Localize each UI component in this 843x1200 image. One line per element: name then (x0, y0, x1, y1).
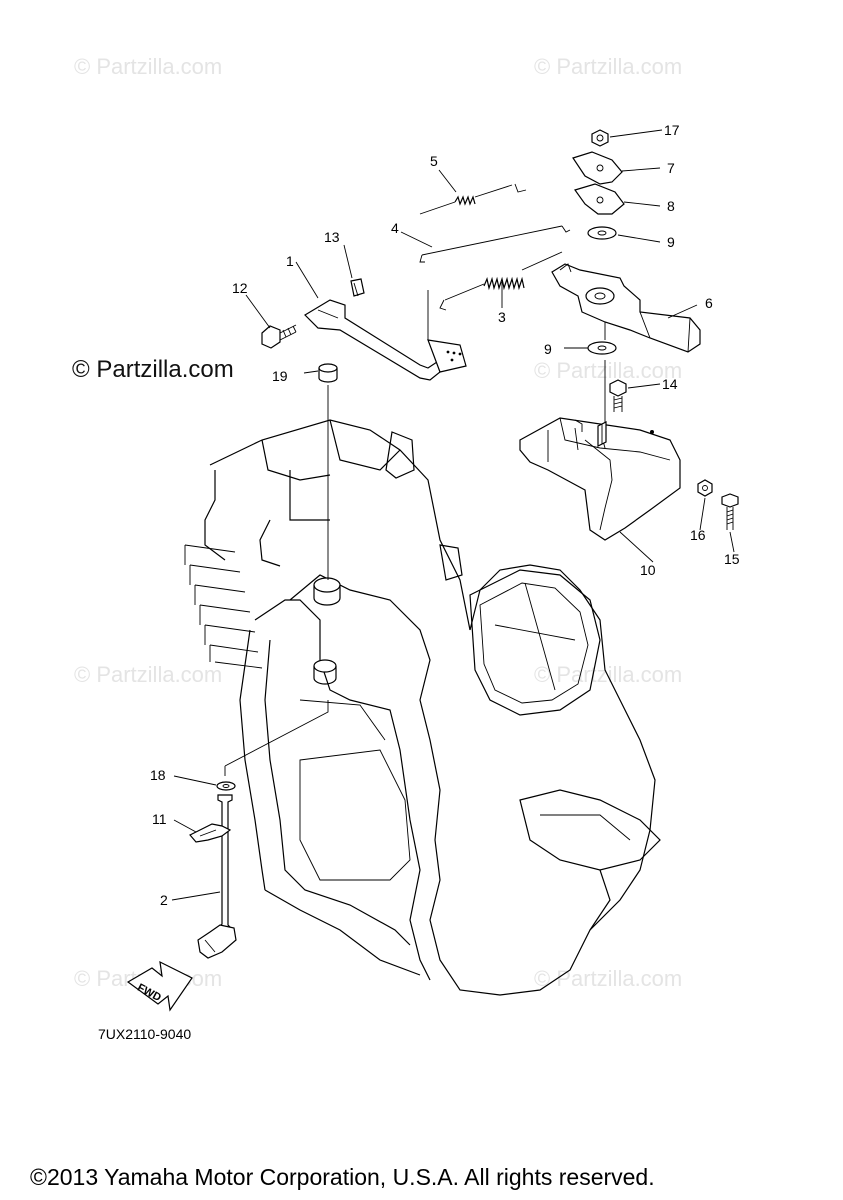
copyright-notice: ©2013 Yamaha Motor Corporation, U.S.A. A… (30, 1164, 655, 1190)
callout-9-lower: 9 (544, 341, 552, 357)
watermark-main: © Partzilla.com (72, 356, 234, 383)
part-6-lever (551, 263, 701, 353)
fwd-arrow-icon: FWD (126, 960, 193, 1012)
part-2-shaft (197, 794, 237, 959)
part-9-washer-lower (587, 341, 617, 355)
watermark-top-right: © Partzilla.com (534, 54, 683, 79)
engine-crankcase (184, 419, 661, 996)
part-3-spring (439, 251, 563, 311)
part-13-clip (350, 278, 365, 297)
part-10-base-bracket (519, 417, 681, 541)
callout-2: 2 (160, 892, 168, 908)
part-14-bolt (609, 379, 627, 412)
part-15-bolt (721, 493, 739, 530)
callout-15: 15 (724, 551, 740, 567)
watermark-top-left: © Partzilla.com (74, 54, 223, 79)
callout-18: 18 (150, 767, 166, 783)
leader-lines (224, 290, 606, 776)
watermark-mid-left: © Partzilla.com (74, 662, 223, 687)
callout-numbers: 1 2 3 4 5 6 7 8 9 9 10 11 12 13 14 15 16… (150, 122, 740, 908)
watermark-mid-right: © Partzilla.com (534, 662, 683, 687)
part-11-clip (189, 823, 232, 843)
callout-9-upper: 9 (667, 234, 675, 250)
callout-1: 1 (286, 253, 294, 269)
callout-8: 8 (667, 198, 675, 214)
callout-16: 16 (690, 527, 706, 543)
callout-3: 3 (498, 309, 506, 325)
callout-11: 11 (152, 811, 167, 827)
part-4-rod (419, 225, 571, 263)
callout-5: 5 (430, 153, 438, 169)
callout-10: 10 (640, 562, 656, 578)
part-18-washer (216, 781, 236, 791)
callout-4: 4 (391, 220, 399, 236)
part-1-bracket (304, 299, 467, 381)
part-8-plate (574, 183, 625, 215)
callout-19: 19 (272, 368, 288, 384)
callout-17: 17 (664, 122, 680, 138)
callout-7: 7 (667, 160, 675, 176)
part-5-spring (419, 183, 527, 215)
callout-leaders (171, 129, 735, 901)
diagram-code: 7UX2110-9040 (98, 1026, 192, 1042)
part-9-washer-upper (587, 226, 617, 240)
part-17-nut (591, 129, 609, 147)
callout-13: 13 (324, 229, 340, 245)
callout-6: 6 (705, 295, 713, 311)
watermark-bottom-right: © Partzilla.com (534, 966, 683, 991)
part-7-plate (572, 151, 623, 185)
callout-14: 14 (662, 376, 678, 392)
watermark-mid-right-upper: © Partzilla.com (534, 358, 683, 383)
part-16-nut (697, 479, 713, 497)
part-19-collar (318, 363, 338, 383)
callout-12: 12 (232, 280, 248, 296)
part-12-bolt (261, 324, 297, 349)
